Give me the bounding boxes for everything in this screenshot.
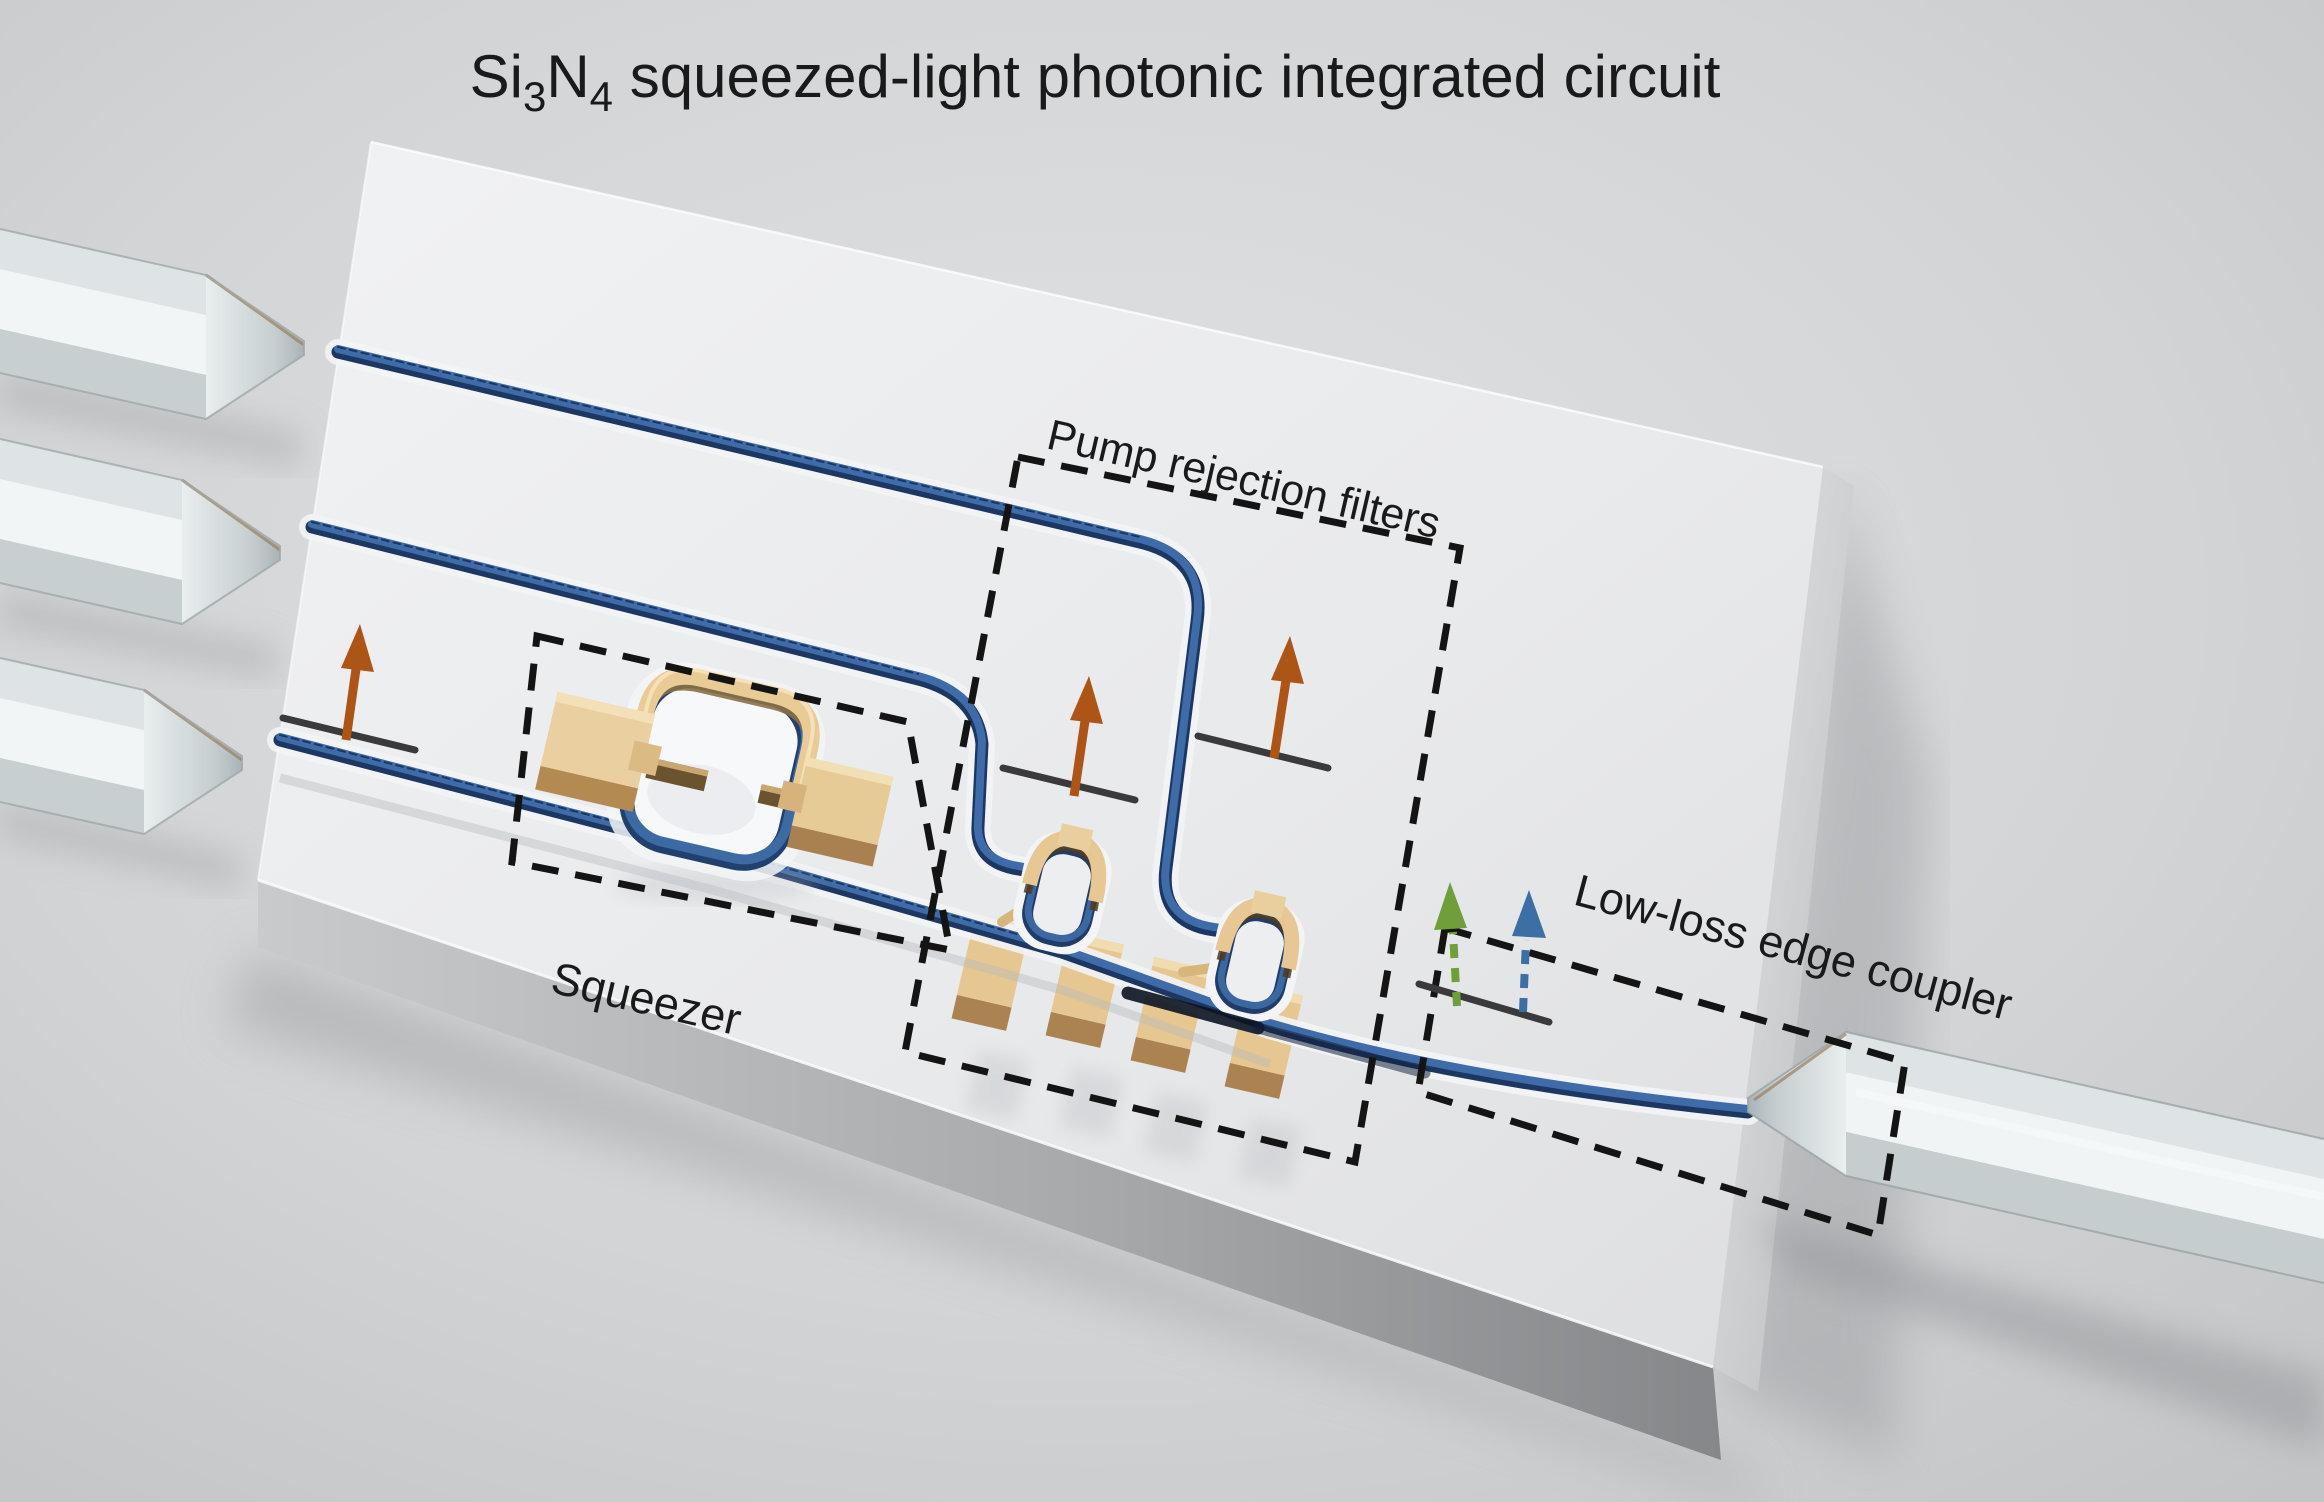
fiber-tip-cone	[182, 480, 280, 624]
fiber-body	[0, 439, 182, 520]
fiber-2-shadow	[0, 592, 276, 680]
title-sub-3: 3	[523, 73, 546, 120]
pump-rejection-filter-2	[1206, 890, 1305, 1022]
edge-coupler-annotation-box	[1414, 923, 1909, 1240]
fiber-1-shadow	[0, 372, 300, 468]
output-fiber-shadow	[1758, 1218, 2324, 1450]
title-n: N	[546, 43, 589, 110]
fiber-body	[1846, 1132, 2324, 1283]
pump-spectrum-arrows	[341, 624, 1304, 797]
chip-right-face	[1713, 467, 1854, 1392]
squeezer-electrode-pad-left	[535, 691, 662, 812]
pump-arrow	[1069, 676, 1103, 797]
fiber-tip-cone	[144, 690, 242, 834]
fiber-body	[0, 658, 144, 730]
fiber-body	[1846, 1072, 2324, 1239]
annotation-boxes	[508, 452, 1909, 1240]
fiber-body	[0, 269, 206, 375]
fiber-outline	[1747, 1030, 2324, 1284]
filter-top-tab	[1250, 890, 1287, 919]
pump-arrow	[1269, 636, 1304, 759]
input-fiber-2	[0, 438, 281, 626]
fiber-tip-glint	[1753, 1032, 1847, 1102]
fiber-tip-cone	[1748, 1032, 1846, 1176]
chip-left-edge-highlight	[257, 141, 372, 881]
filter-top-tab	[1057, 823, 1094, 852]
title-si: Si	[470, 43, 523, 110]
chip-front-shadow	[225, 950, 1770, 1502]
fiber-body	[0, 698, 144, 790]
fiber-outline	[0, 438, 281, 626]
fiber-body	[0, 479, 182, 580]
edge-coupler-taper-dark	[1121, 986, 1265, 1035]
input-fiber-1	[0, 228, 305, 421]
pump-rejection-filter-1	[1013, 823, 1112, 955]
title-rest: squeezed-light photonic integrated circu…	[613, 43, 1721, 110]
figure-title: Si3N4 squeezed-light photonic integrated…	[470, 43, 1721, 120]
edge-coupler-taper-fade	[1252, 1022, 1431, 1079]
fiber-tip-cone	[206, 275, 304, 419]
title-sub-4: 4	[590, 73, 613, 120]
fiber-3-shadow	[0, 802, 240, 890]
fiber-specular-streak	[1855, 1088, 2324, 1201]
fiber-body	[1846, 1032, 2324, 1179]
output-fiber	[1747, 1030, 2324, 1284]
fiber-outline	[0, 228, 305, 421]
spectrum-baselines	[279, 714, 1553, 1026]
chip-back-edge-highlight	[370, 140, 1824, 469]
heater-ring-highlight	[636, 667, 815, 787]
input-fiber-3	[0, 657, 243, 836]
fiber-body	[0, 539, 182, 624]
fiber-body	[0, 758, 144, 834]
pump-filter-annotation-box	[900, 452, 1465, 1167]
chip-front-face	[258, 880, 1721, 1460]
squeezer-electrode-pad-right	[777, 757, 894, 867]
fiber-body	[0, 229, 206, 315]
pump-arrow	[341, 624, 374, 741]
waveguide-middle	[305, 520, 1042, 879]
chip-front-edge-highlight	[257, 878, 1714, 1369]
fiber-outline	[0, 657, 243, 836]
output-spectrum-arrows	[1434, 882, 1546, 1013]
output-arrow-blue	[1512, 890, 1546, 1013]
fiber-body	[0, 329, 206, 419]
squeezed-arrow-green	[1434, 882, 1467, 1007]
